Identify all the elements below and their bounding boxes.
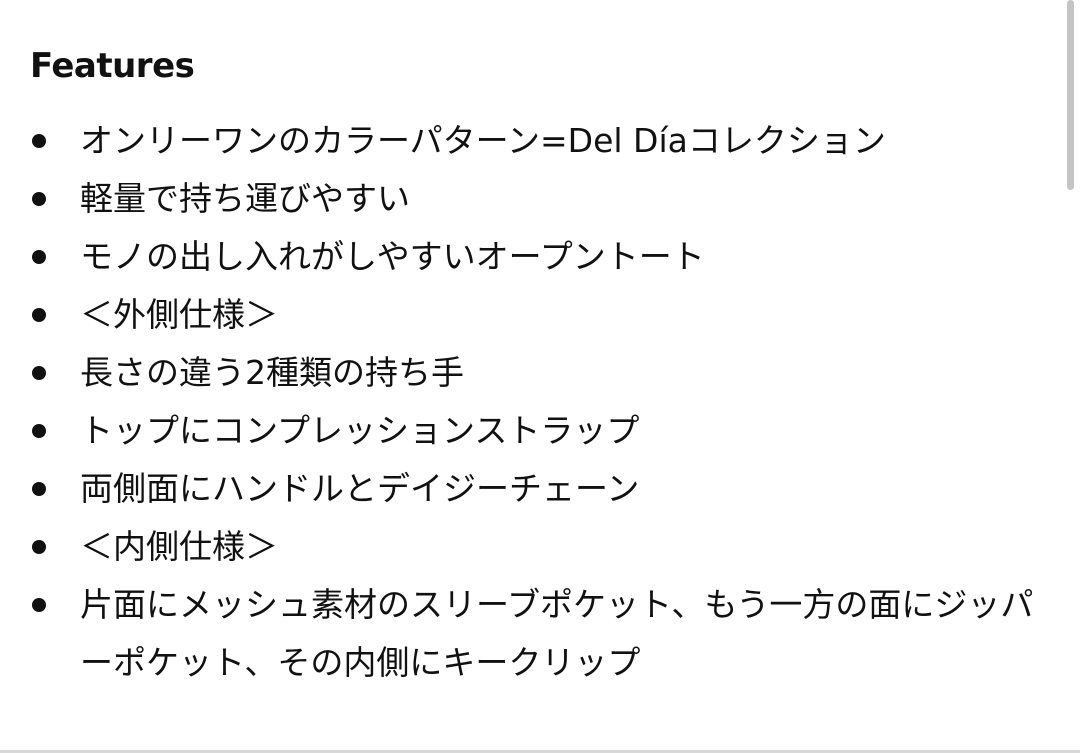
list-item: トップにコンプレッションストラップ [30,402,1050,460]
bullet-icon [32,250,46,264]
bullet-icon [32,482,46,496]
scrollbar-thumb[interactable] [1067,0,1074,190]
feature-text: 軽量で持ち運びやすい [80,179,410,218]
feature-text: ＜外側仕様＞ [80,295,278,334]
list-item: ＜外側仕様＞ [30,286,1050,344]
bullet-icon [32,308,46,322]
list-item: オンリーワンのカラーパターン=Del Díaコレクション [30,112,1050,170]
bullet-icon [32,134,46,148]
list-item: 片面にメッシュ素材のスリーブポケット、もう一方の面にジッパーポケット、その内側に… [30,576,1045,692]
list-item: 軽量で持ち運びやすい [30,170,1050,228]
feature-text: 長さの違う2種類の持ち手 [80,353,464,392]
features-heading: Features [30,46,195,86]
bullet-icon [32,424,46,438]
list-item: モノの出し入れがしやすいオープントート [30,228,1050,286]
feature-text: 片面にメッシュ素材のスリーブポケット、もう一方の面にジッパーポケット、その内側に… [80,585,1034,682]
bullet-icon [32,598,46,612]
feature-text: ＜内側仕様＞ [80,527,278,566]
feature-text: トップにコンプレッションストラップ [80,411,640,450]
bullet-icon [32,366,46,380]
bullet-icon [32,540,46,554]
divider [0,750,1080,753]
feature-text: モノの出し入れがしやすいオープントート [80,237,705,276]
bullet-icon [32,192,46,206]
list-item: 両側面にハンドルとデイジーチェーン [30,460,1050,518]
feature-text: 両側面にハンドルとデイジーチェーン [80,469,640,508]
list-item: ＜内側仕様＞ [30,518,1050,576]
feature-text: オンリーワンのカラーパターン=Del Díaコレクション [80,121,886,160]
list-item: 長さの違う2種類の持ち手 [30,344,1050,402]
vertical-scrollbar[interactable] [1066,0,1080,753]
feature-list: オンリーワンのカラーパターン=Del Díaコレクション 軽量で持ち運びやすい … [30,112,1050,692]
